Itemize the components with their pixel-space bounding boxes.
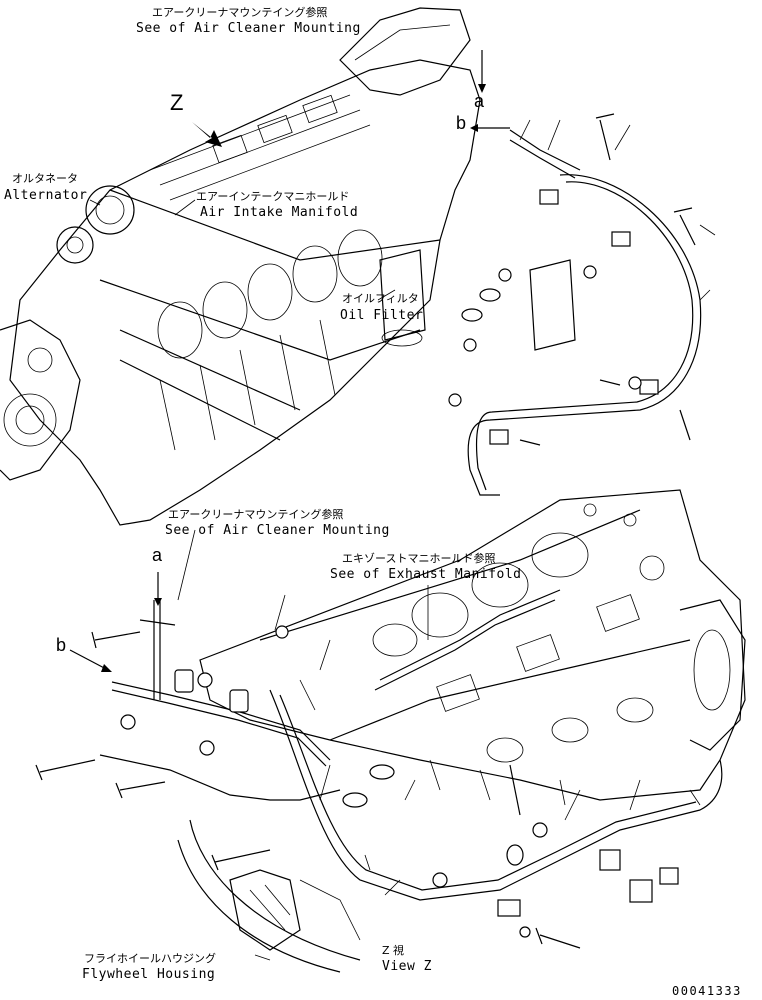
leader-air-cleaner-top [344, 39, 361, 56]
view-z-label: View Z [382, 959, 432, 974]
exhaust-manifold-label-jp: エキゾーストマニホールド参照 [342, 552, 496, 565]
flywheel-housing [177, 819, 361, 973]
z-view-arrow [192, 122, 222, 147]
alternator-label: Alternator [4, 188, 88, 203]
b-marker-top: b [456, 113, 467, 133]
a-marker-top: a [474, 91, 485, 111]
intake-manifold-label: Air Intake Manifold [200, 205, 359, 220]
air-cleaner-top-label-jp: エアークリーナマウンテイング参照 [152, 6, 328, 19]
flywheel-housing-label-jp: フライホイールハウジング [84, 952, 216, 965]
upper-engine-block [0, 7, 481, 526]
upper-harness [448, 113, 716, 496]
oil-filter-label: Oil Filter [340, 308, 424, 323]
view-z-label-jp: Z 視 [382, 944, 405, 957]
b-marker-mid: b [56, 635, 67, 655]
drawing-number: 00041333 [672, 984, 742, 998]
z-marker: Z [170, 90, 184, 115]
air-cleaner-top-label: See of Air Cleaner Mounting [136, 21, 361, 36]
alternator-label-jp: オルタネータ [12, 172, 78, 185]
air-cleaner-mid-label: See of Air Cleaner Mounting [165, 523, 390, 538]
lower-harness [35, 572, 723, 949]
lower-engine-block [199, 489, 746, 806]
intake-manifold-label-jp: エアーインテークマニホールド [196, 190, 350, 203]
a-marker-mid: a [152, 545, 163, 565]
flywheel-housing-label: Flywheel Housing [82, 967, 216, 982]
oil-filter-label-jp: オイルフィルタ [342, 292, 419, 305]
exhaust-manifold-label: See of Exhaust Manifold [330, 567, 522, 582]
air-cleaner-mid-label-jp: エアークリーナマウンテイング参照 [168, 508, 344, 521]
